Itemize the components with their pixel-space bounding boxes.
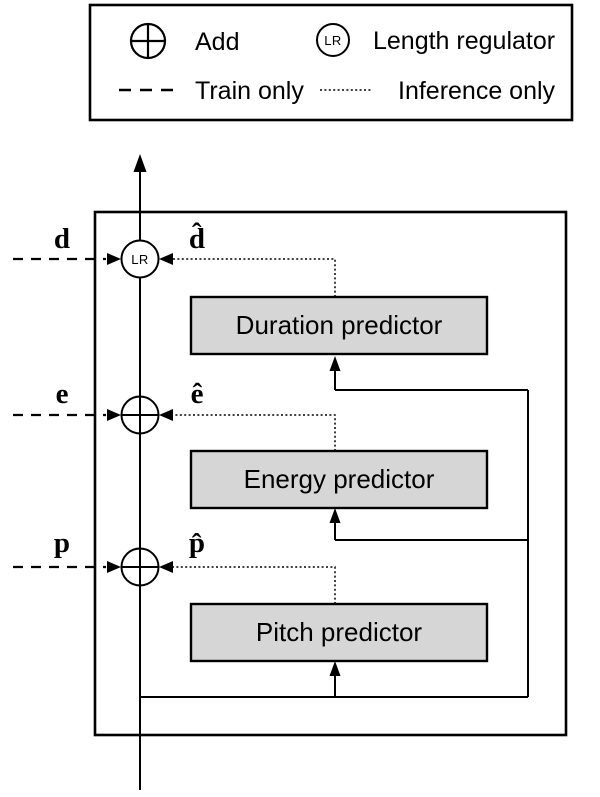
duration-predictor-label: Duration predictor xyxy=(236,310,443,340)
inference-only-lines xyxy=(159,253,336,604)
pitch-predictor-block: Pitch predictor xyxy=(189,602,489,663)
add-icon xyxy=(129,22,167,60)
duration-predictor-block: Duration predictor xyxy=(189,295,489,356)
train-only-inputs xyxy=(13,253,121,573)
legend-train-only-label: Train only xyxy=(195,77,304,105)
pitch-pred-label: p̂ xyxy=(189,527,205,559)
energy-pred-line xyxy=(173,414,336,451)
lr-node-symbol: LR xyxy=(131,252,149,267)
energy-truth-arrowhead-icon xyxy=(107,409,121,421)
legend-length-regulator-label: Length regulator xyxy=(373,27,555,55)
pitch-pred-arrowhead-icon xyxy=(159,561,173,573)
duration-input-arrowhead-icon xyxy=(329,356,341,371)
length-regulator-icon: LR xyxy=(316,23,350,57)
pitch-pred-line xyxy=(173,566,336,604)
energy-add-node xyxy=(120,395,160,435)
legend-lr-symbol: LR xyxy=(324,33,342,48)
energy-predictor-label: Energy predictor xyxy=(244,464,435,494)
duration-truth-label: d xyxy=(54,223,70,255)
pitch-add-node xyxy=(120,547,160,587)
pitch-predictor-label: Pitch predictor xyxy=(256,617,423,647)
pitch-truth-arrowhead-icon xyxy=(107,561,121,573)
variance-adaptor: LR Duration predictor Energy predictor P… xyxy=(13,154,568,790)
energy-pred-arrowhead-icon xyxy=(159,409,173,421)
length-regulator-node: LR xyxy=(120,239,160,279)
legend: Add LR Length regulator Train only Infer… xyxy=(88,3,574,122)
input-labels: d e p d̂ ê p̂ xyxy=(54,221,205,559)
duration-pred-line xyxy=(173,258,336,297)
pitch-truth-label: p xyxy=(54,527,70,559)
predictor-input-lines xyxy=(140,356,529,698)
legend-box xyxy=(88,3,574,122)
duration-pred-label: d̂ xyxy=(189,221,205,255)
legend-inference-only-label: Inference only xyxy=(398,77,556,105)
energy-predictor-block: Energy predictor xyxy=(189,449,489,510)
energy-input-arrowhead-icon xyxy=(329,508,341,523)
duration-pred-arrowhead-icon xyxy=(159,253,173,265)
adaptor-outer-box xyxy=(93,210,568,737)
legend-add-label: Add xyxy=(195,28,239,56)
duration-truth-arrowhead-icon xyxy=(107,253,121,265)
energy-pred-label: ê xyxy=(191,378,204,410)
pitch-input-arrowhead-icon xyxy=(329,661,341,676)
output-arrowhead-icon xyxy=(133,154,147,172)
energy-truth-label: e xyxy=(56,378,69,410)
